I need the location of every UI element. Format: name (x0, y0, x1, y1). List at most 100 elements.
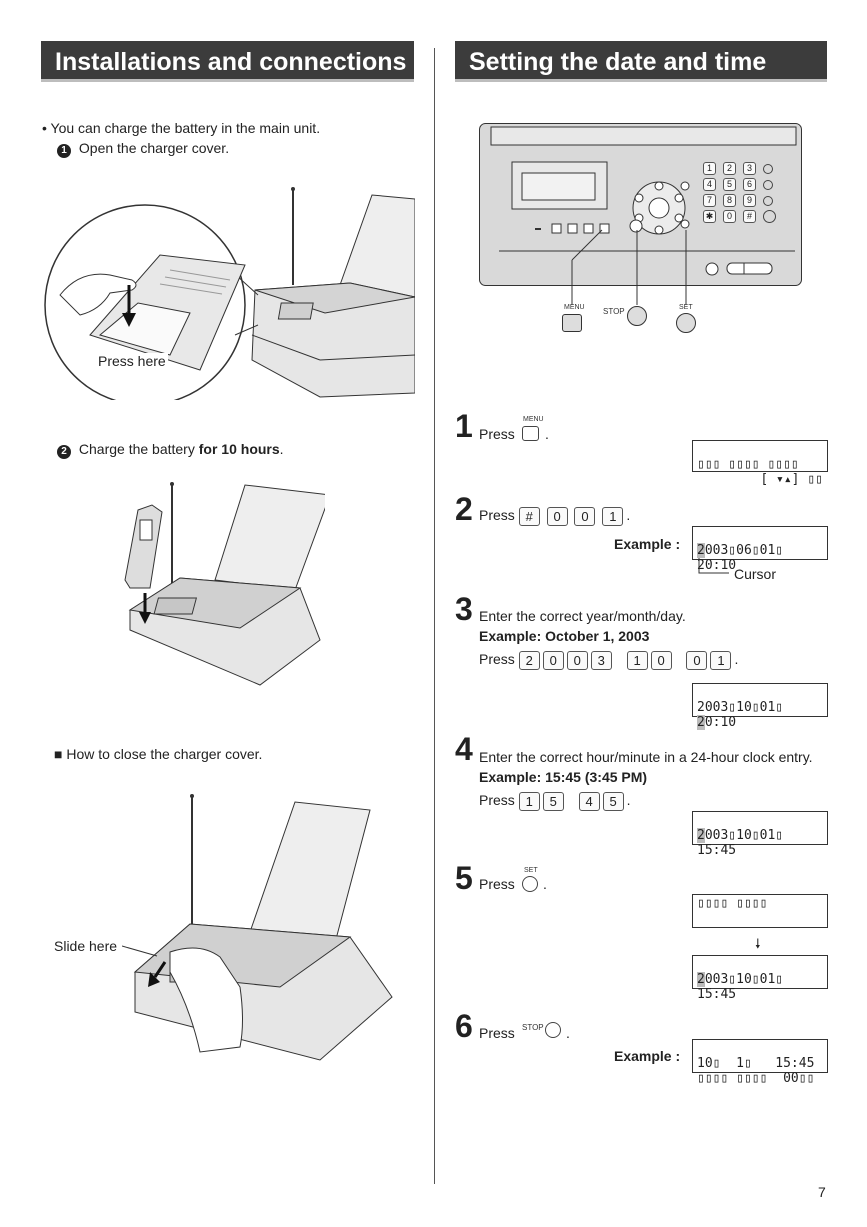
lcd-step6: 10▯ 1▯ 15:45▯▯▯▯ ▯▯▯▯ 00▯▯ (692, 1039, 828, 1086)
keypad-key-7[interactable]: 7 (703, 194, 716, 207)
lcd-step3-cursor: 2 (697, 715, 705, 730)
lcd-step3-line1: 2003▯10▯01▯ (697, 700, 784, 715)
lcd-step4: 2003▯10▯01▯15:45 (692, 811, 828, 858)
step2-number-icon: 2 (57, 445, 71, 459)
step3-key-1[interactable]: 2 (518, 651, 540, 670)
step3-bold: Example: October 1, 2003 (479, 628, 650, 644)
lcd-step5b-line1: 2003▯10▯01▯ (697, 972, 784, 987)
menu-label: MENU (564, 304, 585, 311)
keypad-led-1 (763, 164, 773, 174)
step2-key-2[interactable]: 0 (546, 507, 568, 526)
step2-line: 2 Charge the battery for 10 hours. (57, 441, 284, 459)
step3-key-4[interactable]: 3 (590, 651, 612, 670)
step4-press: Press (479, 792, 515, 809)
step1-period: . (545, 426, 549, 442)
keypad-led-2 (763, 180, 773, 190)
step4-key-1[interactable]: 1 (518, 792, 540, 811)
step4-key-2[interactable]: 5 (542, 792, 564, 811)
keypad-key-8[interactable]: 8 (723, 194, 736, 207)
keypad-key-9[interactable]: 9 (743, 194, 756, 207)
keypad-led-3 (763, 196, 773, 206)
lcd-step5b-cursor: 2 (697, 972, 705, 987)
lcd-step3-line2: 20:10 (697, 715, 737, 730)
step6-example-label: Example : (614, 1048, 681, 1064)
step1-number-icon: 1 (57, 144, 71, 158)
step5-set-button[interactable] (522, 876, 538, 892)
step3-press: Press (479, 651, 515, 668)
control-panel-illustration (479, 123, 802, 286)
keypad-key-star[interactable]: ✱ (703, 210, 716, 223)
step1-number: 1 (455, 408, 473, 444)
page-number: 7 (818, 1184, 826, 1200)
step6-number: 6 (455, 1008, 473, 1044)
step6-stop-button[interactable] (545, 1022, 561, 1038)
lcd-step2: 2003▯06▯01▯20:10 (692, 526, 828, 573)
keypad-key-4[interactable]: 4 (703, 178, 716, 191)
step2-key-4[interactable]: 1 (602, 507, 624, 526)
step4-key-4[interactable]: 5 (602, 792, 624, 811)
lcd-step1-line2: [ ▾▴] ▯▯ (760, 472, 823, 487)
step3-key-6[interactable]: 0 (650, 651, 672, 670)
step2-key-1[interactable]: # (518, 507, 540, 526)
step4-bold: Example: 15:45 (3:45 PM) (479, 769, 648, 785)
step3-key-8[interactable]: 1 (710, 651, 732, 670)
step2-end: . (279, 441, 284, 457)
slide-here-leader (122, 945, 158, 957)
step2-press-line: Press # 0 0 1. (479, 507, 631, 526)
panel-leader-lines (571, 229, 687, 305)
lcd-step1-line1: ▯▯▯ ▯▯▯▯ ▯▯▯▯ (697, 457, 799, 472)
cursor-leader (698, 558, 729, 574)
lcd-step4-cursor: 2 (697, 828, 705, 843)
keypad-key-2[interactable]: 2 (723, 162, 736, 175)
keypad-key-hash[interactable]: # (743, 210, 756, 223)
step6-stop-label: STOP (522, 1023, 544, 1032)
step6-period: . (566, 1025, 570, 1041)
close-cover-illustration (133, 794, 393, 1061)
stop-button[interactable] (627, 306, 647, 326)
cursor-label: Cursor (734, 566, 777, 582)
keypad-key-0[interactable]: 0 (723, 210, 736, 223)
lcd-step2-line2: 20:10 (697, 558, 737, 573)
lcd-step6-line1: 10▯ 1▯ 15:45 (697, 1056, 815, 1071)
step5-number: 5 (455, 860, 473, 896)
down-arrow-icon: 🠗 (755, 936, 761, 951)
step6-press: Press (479, 1025, 515, 1041)
step1-press: Press (479, 426, 515, 442)
step1-text: Open the charger cover. (78, 140, 230, 156)
keypad-key-6[interactable]: 6 (743, 178, 756, 191)
keypad-key-3[interactable]: 3 (743, 162, 756, 175)
lcd-step5b-line2: 15:45 (697, 987, 737, 1002)
menu-button[interactable] (562, 314, 582, 332)
keypad-key-5[interactable]: 5 (723, 178, 736, 191)
keypad-led-4 (763, 210, 776, 223)
handset-charging-illustration (124, 482, 325, 686)
step3-text: Enter the correct year/month/day. (479, 608, 686, 624)
lcd-step4-line1: 2003▯10▯01▯ (697, 828, 784, 843)
keypad: 1 2 3 4 5 6 7 8 9 ✱ 0 # (703, 162, 783, 223)
charger-cover-illustration (44, 187, 415, 400)
step2-press: Press (479, 507, 515, 524)
left-heading: Installations and connections (41, 41, 414, 82)
step2-number: 2 (455, 491, 473, 527)
step5-period: . (543, 876, 547, 892)
step1-menu-button[interactable] (522, 426, 539, 441)
step3-number: 3 (455, 591, 473, 627)
lcd-step5a: ▯▯▯▯ ▯▯▯▯ (692, 894, 828, 928)
keypad-key-1[interactable]: 1 (703, 162, 716, 175)
lcd-step2-line1: 2003▯06▯01▯ (697, 543, 784, 558)
step2-text: Charge the battery (78, 441, 199, 457)
step3-key-7[interactable]: 0 (686, 651, 708, 670)
set-button[interactable] (676, 313, 696, 333)
step3-key-5[interactable]: 1 (626, 651, 648, 670)
step3-key-3[interactable]: 0 (566, 651, 588, 670)
step2-key-3[interactable]: 0 (574, 507, 596, 526)
lcd-step4-line2: 15:45 (697, 843, 737, 858)
step4-key-3[interactable]: 4 (578, 792, 600, 811)
step4-text: Enter the correct hour/minute in a 24-ho… (479, 749, 813, 765)
step5-press: Press (479, 876, 515, 892)
right-heading: Setting the date and time (455, 41, 827, 82)
lcd-step3: 2003▯10▯01▯20:10 (692, 683, 828, 730)
set-label: SET (679, 304, 693, 311)
step3-key-2[interactable]: 0 (542, 651, 564, 670)
